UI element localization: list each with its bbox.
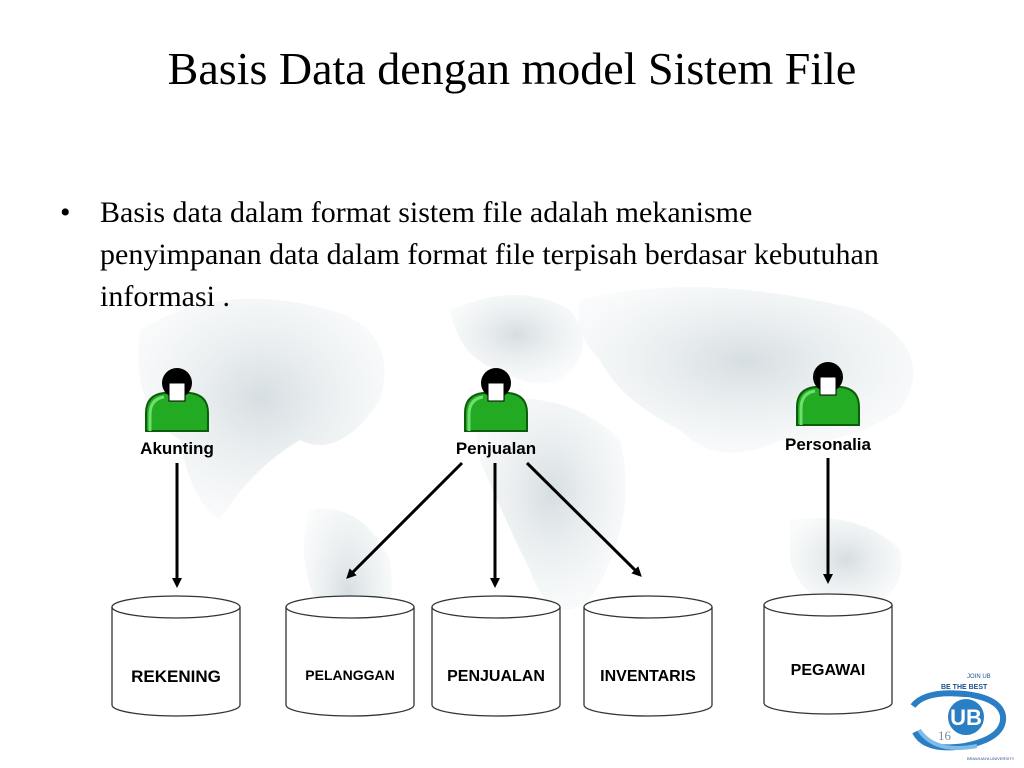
user-personalia: Personalia [785, 361, 872, 454]
file-label-pelanggan: PELANGGAN [305, 667, 394, 683]
bullet-text: Basis data dalam format sistem file adal… [100, 196, 879, 313]
logo-center-text: UB [950, 705, 982, 730]
user-label-personalia: Personalia [785, 435, 872, 454]
arrow-penjualan-pelanggan [346, 461, 464, 579]
arrow-penjualan-inventaris [525, 461, 642, 577]
file-label-rekening: REKENING [131, 667, 221, 686]
user-akunting: Akunting [140, 367, 214, 458]
slide-title: Basis Data dengan model Sistem File [167, 43, 857, 94]
page-number: 16 [938, 728, 951, 743]
user-icon [463, 367, 529, 433]
bullet-symbol: • [60, 196, 71, 229]
ub-logo: JOIN UB BE THE BEST UB BRAWIJAYA UNIVERS… [910, 674, 1015, 761]
file-label-inventaris: INVENTARIS [600, 668, 696, 685]
user-label-penjualan: Penjualan [456, 439, 536, 458]
user-icon [144, 367, 210, 433]
file-pelanggan: PELANGGAN [285, 595, 415, 717]
file-label-penjualan: PENJUALAN [447, 668, 545, 685]
file-pegawai: PEGAWAI [763, 593, 893, 715]
bullet-item: • Basis data dalam format sistem file ad… [60, 192, 890, 318]
logo-bottom-text: BRAWIJAYA UNIVERSITY [967, 756, 1015, 761]
logo-middle-text: BE THE BEST [941, 684, 988, 691]
file-cylinders: REKENING PELANGGAN PENJUALAN INVENTARIS [111, 593, 893, 717]
file-label-pegawai: PEGAWAI [791, 662, 866, 679]
user-label-akunting: Akunting [140, 439, 214, 458]
file-inventaris: INVENTARIS [583, 595, 713, 717]
user-icon [795, 361, 861, 427]
file-penjualan: PENJUALAN [431, 595, 561, 717]
file-rekening: REKENING [111, 595, 241, 717]
user-penjualan: Penjualan [456, 367, 536, 458]
logo-top-text: JOIN UB [967, 674, 991, 680]
arrows [172, 458, 833, 588]
